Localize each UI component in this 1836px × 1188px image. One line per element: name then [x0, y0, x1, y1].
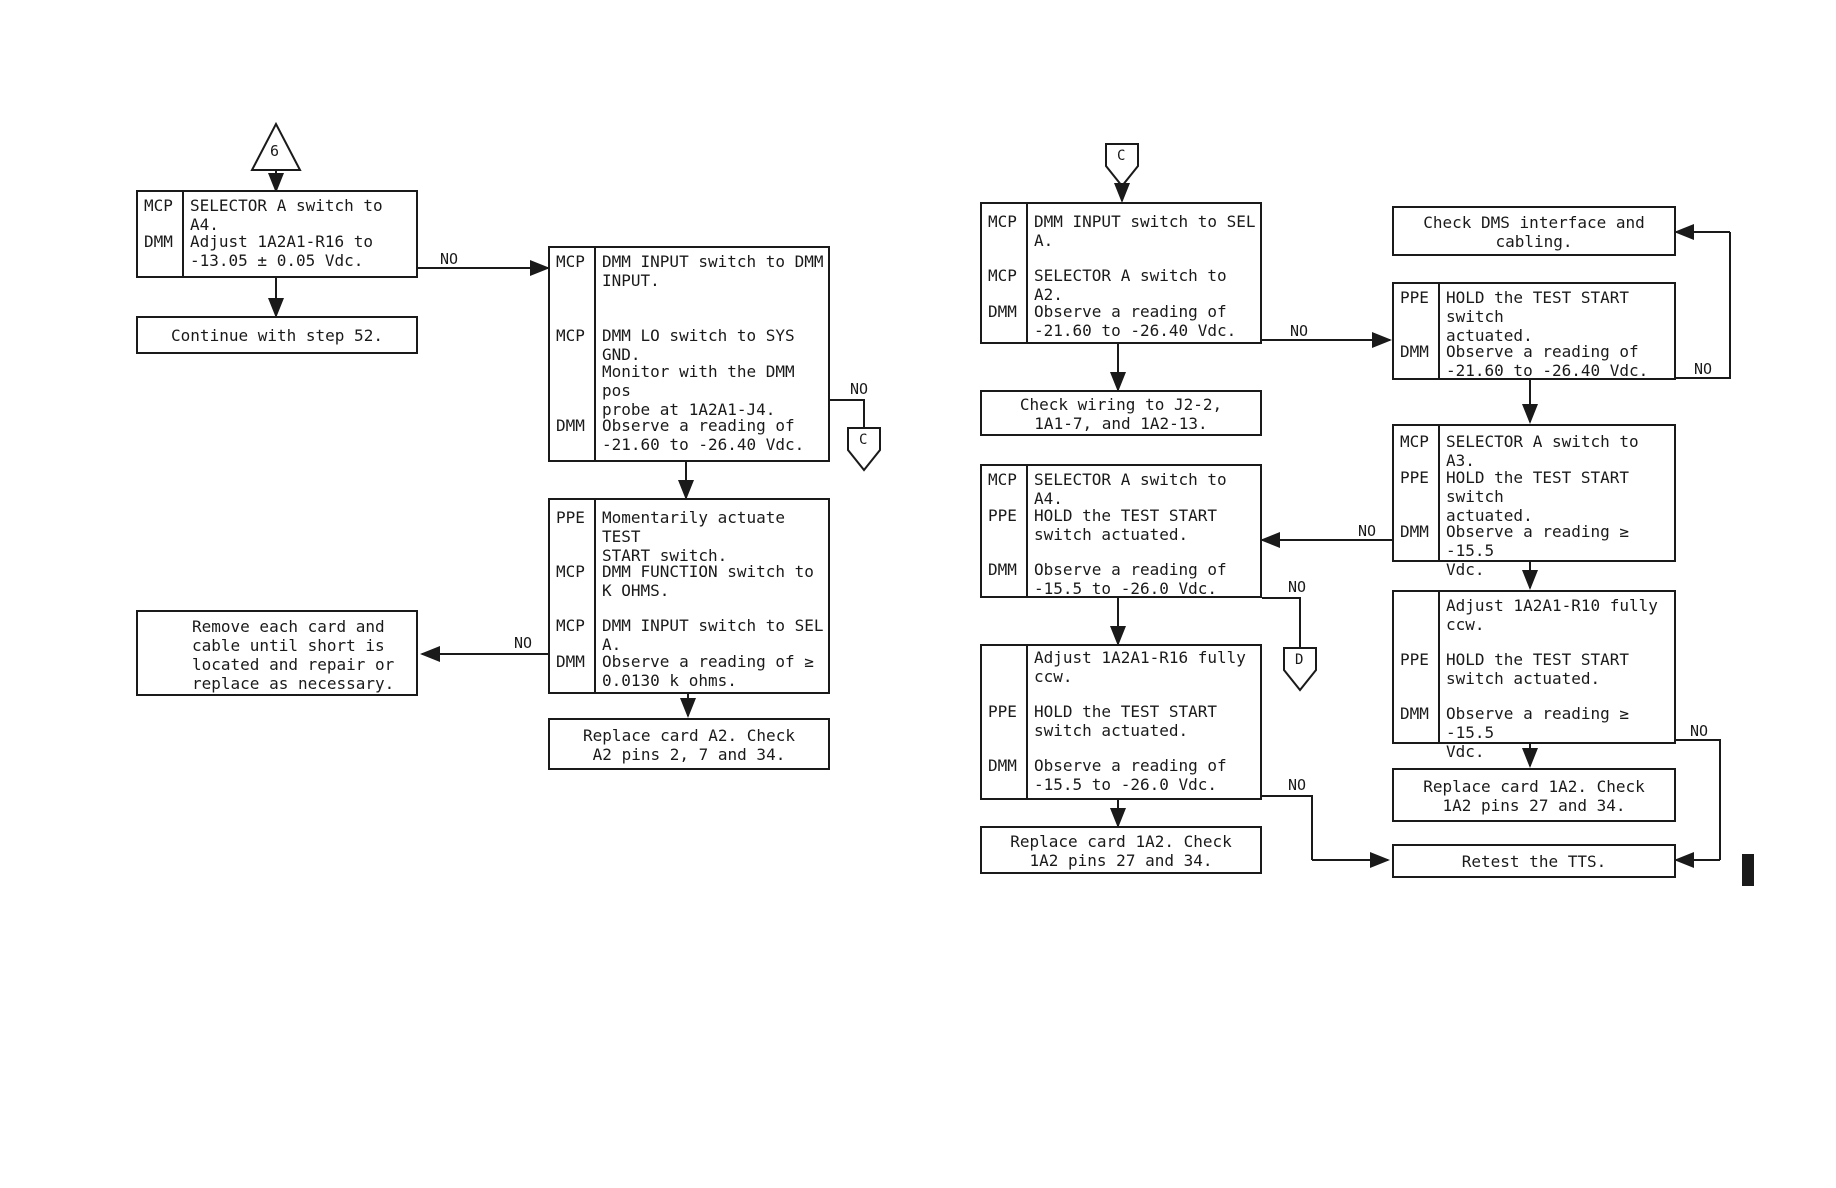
step-box-adjust-r10: Adjust 1A2A1-R10 fully ccw. PPE HOLD the …	[1392, 590, 1676, 761]
instruction-text: Observe a reading of ≥ 0.0130 k ohms.	[602, 652, 814, 690]
instruction-text: HOLD the TEST START switch actuated.	[1446, 468, 1630, 525]
panel-label: PPE	[1400, 650, 1429, 669]
no-label: NO	[1694, 360, 1713, 378]
panel-label: DMM	[556, 652, 585, 671]
panel-label: DMM	[988, 756, 1017, 775]
connector-c-left-label: C	[859, 432, 868, 448]
instruction-text: SELECTOR A switch to A4.	[1034, 470, 1227, 508]
instruction-text: DMM FUNCTION switch to K OHMS.	[602, 562, 814, 600]
replace-a2-box: Replace card A2. Check A2 pins 2, 7 and …	[548, 718, 830, 770]
panel-label: DMM	[988, 302, 1017, 321]
panel-label: MCP	[1400, 432, 1429, 451]
instruction-text: Observe a reading of -21.60 to -26.40 Vd…	[602, 416, 805, 454]
step-box-selector-a4: MCP SELECTOR A switch to A4. DMM Adjust 1A…	[136, 190, 418, 278]
connector-c-right	[1105, 143, 1139, 188]
connector-d	[1283, 647, 1317, 692]
panel-label: MCP	[556, 252, 585, 271]
entry-step-number: 6	[270, 142, 280, 160]
instruction-text: Observe a reading of -15.5 to -26.0 Vdc.	[1034, 756, 1227, 794]
instruction-text: DMM INPUT switch to DMM INPUT.	[602, 252, 824, 290]
instruction-text: Observe a reading ≥ -15.5 Vdc.	[1446, 522, 1630, 579]
replace-1a2-left-box: Replace card 1A2. Check 1A2 pins 27 and …	[980, 826, 1262, 874]
panel-label: PPE	[1400, 288, 1429, 307]
instruction-text: Adjust 1A2A1-R16 fully ccw.	[1034, 648, 1246, 686]
panel-label: MCP	[988, 470, 1017, 489]
instruction-text: Adjust 1A2A1-R16 to -13.05 ± 0.05 Vdc.	[190, 232, 374, 270]
instruction-text: Observe a reading of -15.5 to -26.0 Vdc.	[1034, 560, 1227, 598]
instruction-text: DMM INPUT switch to SEL A.	[1034, 212, 1256, 250]
replace-1a2-right-text: Replace card 1A2. Check 1A2 pins 27 and …	[1423, 777, 1645, 815]
replace-1a2-right-box: Replace card 1A2. Check 1A2 pins 27 and …	[1392, 768, 1676, 822]
panel-label: DMM	[1400, 704, 1429, 723]
instruction-text: Observe a reading of -21.60 to -26.40 Vd…	[1446, 342, 1649, 380]
panel-label: PPE	[556, 508, 585, 527]
continue-text: Continue with step 52.	[171, 326, 383, 345]
instruction-text: HOLD the TEST START switch actuated.	[1034, 506, 1218, 544]
retest-box: Retest the TTS.	[1392, 844, 1676, 878]
remove-text: Remove each card and cable until short i…	[192, 617, 395, 693]
panel-label: MCP	[556, 616, 585, 635]
no-label: NO	[1288, 578, 1307, 596]
instruction-text: Momentarily actuate TEST START switch.	[602, 508, 786, 565]
panel-label: MCP	[988, 212, 1017, 231]
panel-label: PPE	[988, 702, 1017, 721]
retest-text: Retest the TTS.	[1461, 852, 1607, 871]
instruction-text: Adjust 1A2A1-R10 fully ccw.	[1446, 596, 1658, 634]
panel-label: MCP	[988, 266, 1017, 285]
no-label: NO	[440, 250, 459, 268]
step-box-sel-a2: MCP DMM INPUT switch to SEL A. MCP SELECTO…	[980, 202, 1262, 344]
no-label: NO	[1288, 776, 1307, 794]
replace-1a2-left-text: Replace card 1A2. Check 1A2 pins 27 and …	[1010, 832, 1232, 870]
instruction-text: Monitor with the DMM pos probe at 1A2A1-…	[602, 362, 795, 419]
no-label: NO	[1358, 522, 1377, 540]
panel-label: MCP	[144, 196, 173, 215]
replace-a2-text: Replace card A2. Check A2 pins 2, 7 and …	[583, 726, 795, 764]
instruction-text: DMM LO switch to SYS GND.	[602, 326, 795, 364]
panel-label: DMM	[556, 416, 585, 435]
panel-label: DMM	[988, 560, 1017, 579]
step-box-adjust-r16: Adjust 1A2A1-R16 fully ccw. PPE HOLD the …	[980, 644, 1262, 800]
connector-c-left	[847, 427, 881, 472]
no-label: NO	[1690, 722, 1709, 740]
instruction-text: HOLD the TEST START switch actuated.	[1034, 702, 1218, 740]
remove-card-box: Remove each card and cable until short i…	[136, 610, 418, 696]
panel-label: MCP	[556, 326, 585, 345]
check-wiring-box: Check wiring to J2-2, 1A1-7, and 1A2-13.	[980, 390, 1262, 436]
instruction-text: SELECTOR A switch to A2.	[1034, 266, 1227, 304]
panel-label: DMM	[1400, 342, 1429, 361]
panel-label: PPE	[988, 506, 1017, 525]
page-mark	[1742, 854, 1754, 886]
no-label: NO	[1290, 322, 1309, 340]
connector-d-label: D	[1295, 652, 1304, 668]
instruction-text: HOLD the TEST START switch actuated.	[1446, 288, 1630, 345]
check-wiring-text: Check wiring to J2-2, 1A1-7, and 1A2-13.	[1019, 395, 1223, 433]
panel-label: MCP	[556, 562, 585, 581]
step-box-test-start: PPE Momentarily actuate TEST START switch…	[548, 498, 830, 694]
connector-c-right-label: C	[1117, 148, 1126, 164]
instruction-text: SELECTOR A switch to A4.	[190, 196, 383, 234]
panel-label: PPE	[1400, 468, 1429, 487]
continue-step-box: Continue with step 52.	[136, 316, 418, 354]
instruction-text: Observe a reading of -21.60 to -26.40 Vd…	[1034, 302, 1237, 340]
check-dms-box: Check DMS interface and cabling.	[1392, 206, 1676, 256]
panel-label: DMM	[1400, 522, 1429, 541]
check-dms-text: Check DMS interface and cabling.	[1423, 213, 1645, 251]
no-label: NO	[514, 634, 533, 652]
step-box-dmm-input: MCP DMM INPUT switch to DMM INPUT. MCP DMM…	[548, 246, 830, 462]
instruction-text: Observe a reading ≥ -15.5 Vdc.	[1446, 704, 1630, 761]
instruction-text: SELECTOR A switch to A3.	[1446, 432, 1639, 470]
instruction-text: HOLD the TEST START switch actuated.	[1446, 650, 1630, 688]
no-label: NO	[850, 380, 869, 398]
step-box-sel-a3: MCP SELECTOR A switch to A3. PPE HOLD the …	[1392, 424, 1676, 579]
step-box-sel-a4: MCP SELECTOR A switch to A4. PPE HOLD the …	[980, 464, 1262, 598]
panel-label: DMM	[144, 232, 173, 251]
instruction-text: DMM INPUT switch to SEL A.	[602, 616, 824, 654]
